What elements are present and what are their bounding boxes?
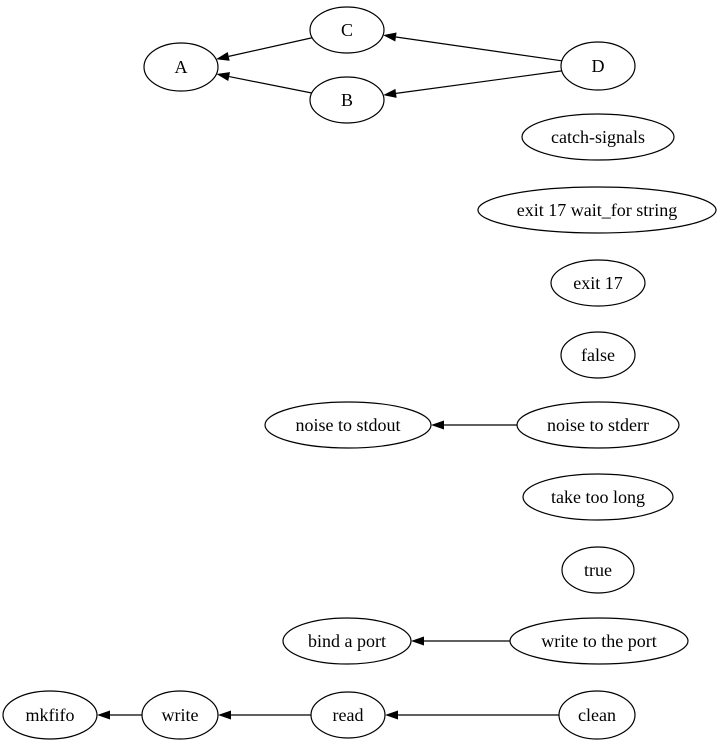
edge-line: [229, 75, 312, 94]
edge-line: [395, 70, 562, 94]
arrowhead-icon: [215, 51, 230, 61]
node-ellipse: [143, 42, 219, 92]
edge-line: [228, 37, 313, 57]
node-ellipse: [522, 473, 674, 521]
node-write-to-the-port: write to the port: [509, 617, 689, 665]
node-label: noise to stderr: [547, 415, 649, 435]
node-true: true: [561, 546, 635, 594]
node-C: C: [309, 6, 385, 54]
node-ellipse: [561, 546, 635, 594]
node-ellipse: [516, 401, 680, 449]
node-ellipse: [141, 690, 219, 740]
arrowhead-icon: [385, 710, 398, 720]
node-label: write: [162, 705, 199, 725]
arrowhead-icon: [97, 710, 110, 720]
node-clean: clean: [558, 690, 636, 740]
node-label: false: [581, 345, 615, 365]
node-exit-17-wait: exit 17 wait_for string: [477, 186, 717, 234]
node-label: clean: [578, 705, 616, 725]
edge-read-to-write: [218, 710, 311, 720]
node-ellipse: [282, 617, 412, 665]
node-ellipse: [2, 690, 98, 740]
node-exit-17: exit 17: [550, 259, 646, 307]
node-catch-signals: catch-signals: [521, 113, 675, 161]
node-bind-a-port: bind a port: [282, 617, 412, 665]
edge-line: [395, 36, 562, 62]
edge-C-to-A: [215, 37, 313, 61]
edge-noise-to-stderr-to-noise-to-stdout: [431, 420, 517, 430]
node-label: C: [341, 20, 353, 40]
node-label: true: [584, 560, 612, 580]
node-false: false: [560, 331, 636, 379]
node-ellipse: [560, 331, 636, 379]
node-label: read: [333, 705, 364, 725]
edge-write-to-mkfifo: [97, 710, 142, 720]
node-label: noise to stdout: [295, 415, 400, 435]
node-label: mkfifo: [26, 705, 75, 725]
node-B: B: [309, 76, 385, 124]
node-ellipse: [509, 617, 689, 665]
node-label: exit 17: [573, 273, 623, 293]
edge-B-to-A: [216, 72, 312, 94]
node-ellipse: [309, 76, 385, 124]
node-label: B: [341, 90, 353, 110]
node-A: A: [143, 42, 219, 92]
node-ellipse: [477, 186, 717, 234]
arrowhead-icon: [411, 636, 424, 646]
node-take-too-long: take too long: [522, 473, 674, 521]
node-noise-to-stderr: noise to stderr: [516, 401, 680, 449]
node-ellipse: [310, 691, 386, 739]
node-label: bind a port: [308, 631, 386, 651]
node-ellipse: [264, 401, 432, 449]
node-ellipse: [550, 259, 646, 307]
node-label: D: [592, 56, 605, 76]
edge-D-to-B: [383, 70, 562, 98]
edge-write-to-the-port-to-bind-a-port: [411, 636, 510, 646]
node-ellipse: [309, 6, 385, 54]
arrowhead-icon: [431, 420, 444, 430]
node-read: read: [310, 691, 386, 739]
arrowhead-icon: [216, 72, 231, 81]
node-ellipse: [560, 41, 636, 91]
edge-D-to-C: [383, 32, 562, 62]
node-D: D: [560, 41, 636, 91]
node-mkfifo: mkfifo: [2, 690, 98, 740]
node-ellipse: [521, 113, 675, 161]
arrowhead-icon: [218, 710, 231, 720]
node-label: catch-signals: [551, 127, 645, 147]
arrowhead-icon: [383, 32, 397, 42]
node-noise-to-stdout: noise to stdout: [264, 401, 432, 449]
node-write: write: [141, 690, 219, 740]
edge-clean-to-read: [385, 710, 559, 720]
arrowhead-icon: [383, 88, 397, 98]
node-label: exit 17 wait_for string: [517, 200, 677, 220]
node-label: A: [175, 57, 188, 77]
node-label: take too long: [551, 487, 645, 507]
node-ellipse: [558, 690, 636, 740]
node-label: write to the port: [541, 631, 656, 651]
